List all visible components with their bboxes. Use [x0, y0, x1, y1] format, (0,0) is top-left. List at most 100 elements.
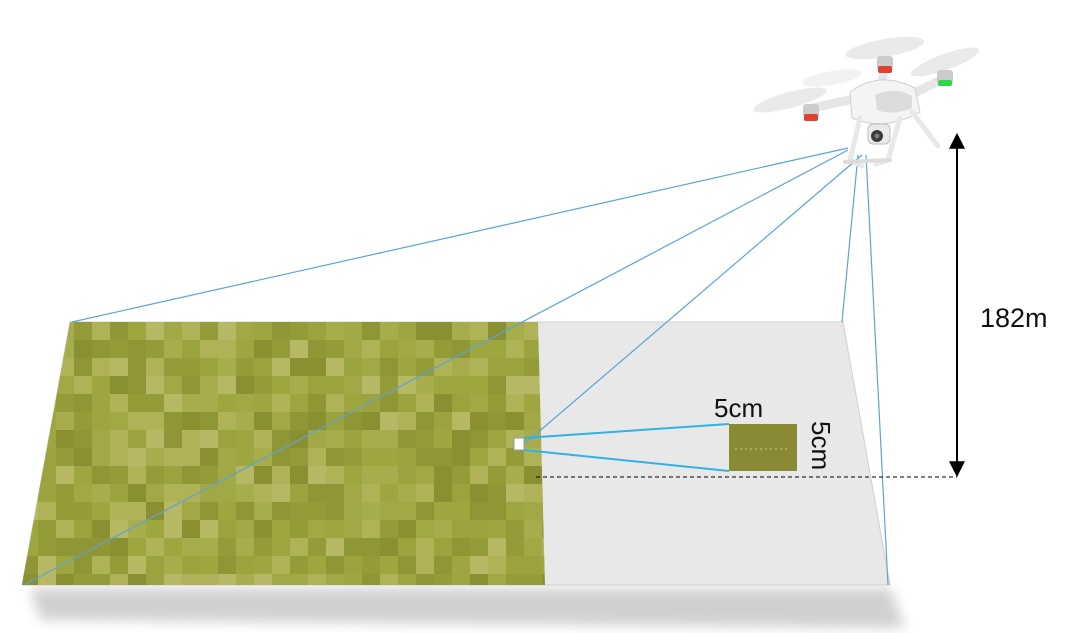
grass-pixel [380, 520, 398, 538]
grass-pixel [218, 376, 236, 394]
grass-pixel [22, 322, 38, 340]
grass-pixel [416, 322, 434, 340]
grass-pixel [128, 394, 146, 412]
grass-pixel [182, 484, 200, 502]
grass-pixel [164, 412, 182, 430]
grass-pixel [470, 574, 488, 585]
grass-pixel [128, 502, 146, 520]
grass-pixel [344, 376, 362, 394]
grass-pixel [74, 466, 92, 484]
grass-pixel [200, 322, 218, 340]
grass-pixel [254, 574, 272, 585]
grass-pixel [182, 430, 200, 448]
grass-pixel [272, 448, 290, 466]
grass-pixel [254, 520, 272, 538]
grass-pixel [416, 340, 434, 358]
grass-pixel [22, 376, 38, 394]
grass-pixel [488, 484, 506, 502]
grass-pixel [470, 340, 488, 358]
grass-pixel [200, 574, 218, 585]
grass-pixel [416, 412, 434, 430]
grass-pixel [362, 502, 380, 520]
grass-pixel [146, 412, 164, 430]
grass-pixel [452, 340, 470, 358]
grass-pixel [452, 448, 470, 466]
grass-pixel [182, 556, 200, 574]
grass-pixel [398, 538, 416, 556]
grass-pixel [38, 574, 56, 585]
grass-pixel [524, 322, 542, 340]
grass-pixel [200, 466, 218, 484]
grass-pixel [362, 556, 380, 574]
grass-pixel [128, 412, 146, 430]
grass-pixel [506, 448, 524, 466]
grass-pixel [344, 358, 362, 376]
grass-pixel [182, 574, 200, 585]
grass-pixel [272, 520, 290, 538]
grass-pixel [434, 466, 452, 484]
grass-pixel [398, 466, 416, 484]
grass-pixel [416, 502, 434, 520]
grass-pixel [470, 376, 488, 394]
grass-pixel [488, 520, 506, 538]
grass-pixel [308, 448, 326, 466]
ground-shadow [30, 588, 905, 628]
grass-pixel [398, 484, 416, 502]
grass-pixel [92, 394, 110, 412]
grass-pixel [74, 574, 92, 585]
grass-pixel [92, 556, 110, 574]
grass-pixel [110, 322, 128, 340]
grass-pixel [74, 502, 92, 520]
grass-pixel [362, 394, 380, 412]
grass-pixel [290, 376, 308, 394]
grass-pixel [110, 502, 128, 520]
grass-pixel [506, 538, 524, 556]
grass-pixel [92, 322, 110, 340]
grass-pixel [362, 340, 380, 358]
grass-pixel [452, 466, 470, 484]
grass-pixel [92, 466, 110, 484]
grass-pixel [164, 394, 182, 412]
grass-pixel [506, 502, 524, 520]
grass-pixel [470, 502, 488, 520]
grass-pixel [254, 358, 272, 376]
grass-pixel [272, 412, 290, 430]
grass-pixel [524, 394, 542, 412]
grass-pixel [506, 376, 524, 394]
grass-pixel [164, 520, 182, 538]
grass-pixel [380, 430, 398, 448]
grass-pixel [200, 502, 218, 520]
grass-pixel [524, 466, 542, 484]
grass-pixel [344, 502, 362, 520]
grass-pixel [272, 340, 290, 358]
grass-pixel [38, 484, 56, 502]
grass-pixel [290, 340, 308, 358]
pixel-callout [513, 423, 797, 472]
grass-pixel [146, 376, 164, 394]
grass-pixel [164, 358, 182, 376]
grass-pixel [362, 466, 380, 484]
grass-pixel [22, 394, 38, 412]
grass-pixel [290, 520, 308, 538]
grass-pixel [326, 484, 344, 502]
grass-pixel [92, 358, 110, 376]
grass-pixel [236, 358, 254, 376]
grass-pixel [362, 484, 380, 502]
grass-pixel [38, 394, 56, 412]
grass-pixel [434, 412, 452, 430]
grass-pixel [434, 430, 452, 448]
grass-pixel [524, 430, 542, 448]
grass-pixel [182, 376, 200, 394]
grass-pixel [128, 430, 146, 448]
grass-pixel [22, 358, 38, 376]
grass-pixel [110, 412, 128, 430]
grass-pixel [92, 340, 110, 358]
grass-pixel [506, 394, 524, 412]
grass-pixel [164, 556, 182, 574]
grass-pixel [326, 538, 344, 556]
grass-pixel [326, 502, 344, 520]
grass-pixel [326, 556, 344, 574]
grass-pixel [146, 430, 164, 448]
grass-pixel [524, 376, 542, 394]
